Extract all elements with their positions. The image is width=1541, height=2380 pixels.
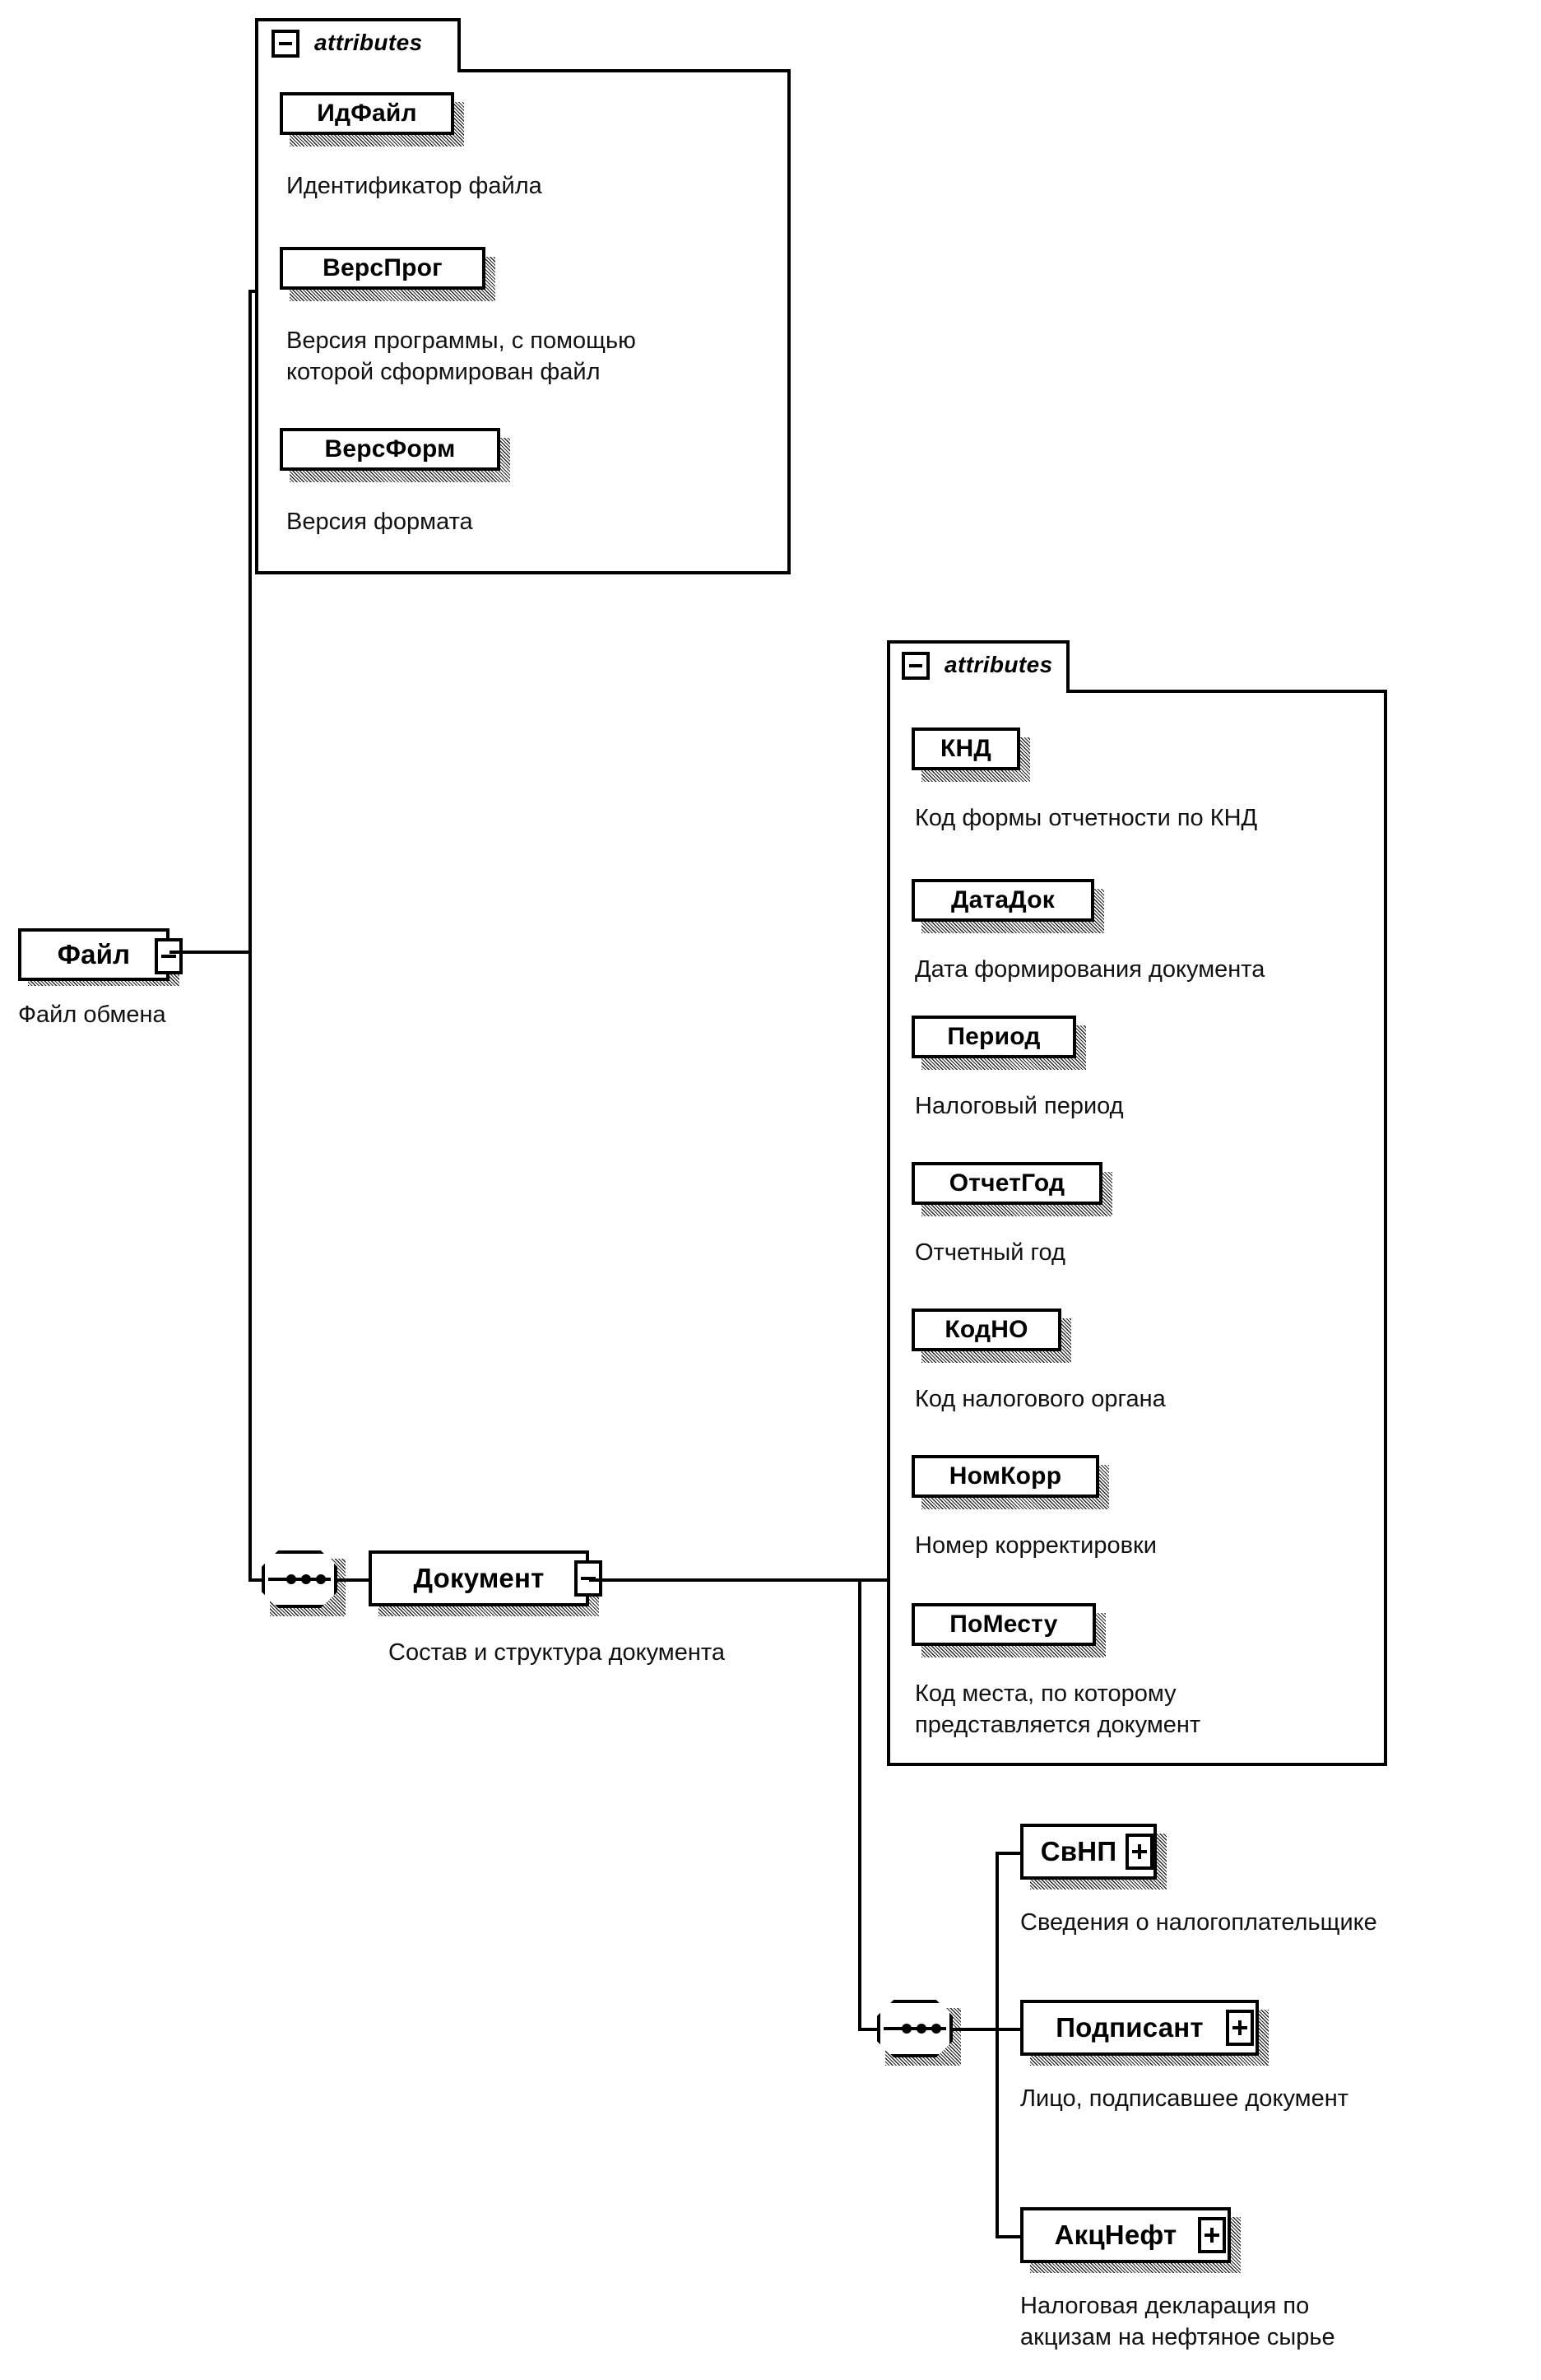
element-description-svnp: Сведения о налогоплательщике: [1020, 1909, 1377, 1936]
attribute-node-period[interactable]: Период: [912, 1016, 1086, 1070]
doc-attrs-frame-left: [887, 640, 890, 1766]
attribute-node-idfile[interactable]: ИдФайл: [280, 92, 464, 146]
attribute-description-kodno: Код налогового органа: [915, 1386, 1166, 1412]
document-attributes-header: attributes: [945, 652, 1053, 677]
sequence-dot: [931, 2024, 941, 2034]
connector-file-to-spine: [169, 951, 252, 954]
element-description-document: Состав и структура документа: [388, 1639, 725, 1666]
doc-attrs-frame-top-tab: [887, 640, 1070, 644]
attribute-label-datadok: ДатаДок: [912, 879, 1094, 922]
attribute-label-nomkorr: НомКорр: [912, 1455, 1099, 1498]
file-attrs-frame-top: [457, 69, 791, 72]
element-label-podpisant: Подписант: [1020, 2000, 1259, 2056]
connector-children-spine: [996, 1852, 999, 2238]
sequence-dots-line: [268, 1578, 331, 1581]
doc-attrs-frame-right: [1384, 690, 1387, 1766]
sequence-dot: [902, 2024, 912, 2034]
connector-to-akcneft: [996, 2235, 1025, 2238]
element-node-svnp[interactable]: СвНП: [1020, 1824, 1167, 1890]
file-attrs-frame-left: [255, 18, 258, 574]
expander-podpisant-plus-icon[interactable]: [1226, 2010, 1254, 2046]
element-node-document[interactable]: Документ: [369, 1550, 602, 1616]
sequence-connector-document-children[interactable]: [877, 2000, 961, 2066]
attribute-label-otchetgod: ОтчетГод: [912, 1162, 1102, 1205]
attribute-node-versprog[interactable]: ВерсПрог: [280, 247, 495, 301]
element-description-podpisant: Лицо, подписавшее документ: [1020, 2085, 1348, 2112]
element-node-akcneft[interactable]: АкцНефт: [1020, 2207, 1241, 2273]
sequence-connector-document[interactable]: [262, 1550, 346, 1616]
attribute-description-knd: Код формы отчетности по КНД: [915, 805, 1258, 831]
attribute-description-versform: Версия формата: [286, 509, 473, 535]
attribute-label-pomestu: ПоМесту: [912, 1603, 1096, 1646]
expander-akcneft-plus-icon[interactable]: [1198, 2217, 1226, 2253]
connector-to-podpisant: [996, 2028, 1025, 2031]
element-node-podpisant[interactable]: Подписант: [1020, 2000, 1269, 2066]
attribute-description-pomestu: Код места, по которому представляется до…: [915, 1680, 1201, 1738]
element-label-akcneft: АкцНефт: [1020, 2207, 1231, 2263]
attribute-label-period: Период: [912, 1016, 1076, 1058]
file-attrs-frame-tab-right: [457, 18, 461, 72]
attribute-label-idfile: ИдФайл: [280, 92, 454, 135]
attribute-node-datadok[interactable]: ДатаДок: [912, 879, 1104, 933]
attribute-label-versprog: ВерсПрог: [280, 247, 485, 290]
connector-to-child-sequence: [858, 2028, 894, 2031]
sequence-dot: [316, 1574, 326, 1584]
element-label-file: Файл: [18, 928, 169, 981]
sequence-dot: [301, 1574, 311, 1584]
connector-file-attrs-stub: [248, 290, 258, 293]
attribute-node-pomestu[interactable]: ПоМесту: [912, 1603, 1106, 1657]
attribute-description-nomkorr: Номер корректировки: [915, 1532, 1157, 1559]
attribute-node-nomkorr[interactable]: НомКорр: [912, 1455, 1109, 1509]
attribute-node-kodno[interactable]: КодНО: [912, 1309, 1071, 1363]
sequence-dots-line: [884, 2027, 946, 2030]
file-attrs-frame-bottom: [255, 571, 791, 574]
attribute-description-otchetgod: Отчетный год: [915, 1239, 1065, 1266]
attribute-node-otchetgod[interactable]: ОтчетГод: [912, 1162, 1112, 1216]
attribute-description-period: Налоговый период: [915, 1093, 1124, 1119]
attribute-description-datadok: Дата формирования документа: [915, 956, 1265, 983]
minus-icon[interactable]: [272, 30, 299, 58]
attribute-description-idfile: Идентификатор файла: [286, 173, 542, 199]
element-description-akcneft: Налоговая декларация по акцизам на нефтя…: [1020, 2293, 1335, 2350]
expander-file-minus-icon[interactable]: [155, 938, 183, 974]
attribute-label-versform: ВерсФорм: [280, 428, 500, 471]
connector-file-spine: [248, 290, 252, 1582]
file-attrs-frame-top-tab: [255, 18, 461, 21]
minus-icon[interactable]: [902, 652, 930, 680]
sequence-dot: [917, 2024, 926, 2034]
connector-sequence-to-document: [337, 1578, 370, 1582]
attribute-label-kodno: КодНО: [912, 1309, 1061, 1351]
doc-attrs-frame-bottom: [887, 1763, 1387, 1766]
file-attrs-frame-right: [787, 69, 791, 574]
doc-attrs-frame-top: [1066, 690, 1387, 693]
element-description-file: Файл обмена: [18, 1002, 166, 1028]
expander-svnp-plus-icon[interactable]: [1126, 1834, 1153, 1870]
connector-child-sequence-out: [953, 2028, 999, 2031]
attribute-label-knd: КНД: [912, 727, 1020, 770]
connector-to-svnp: [996, 1852, 1025, 1855]
doc-attrs-frame-tab-right: [1066, 640, 1070, 693]
sequence-dot: [286, 1574, 296, 1584]
attribute-node-knd[interactable]: КНД: [912, 727, 1030, 782]
attribute-node-versform[interactable]: ВерсФорм: [280, 428, 510, 482]
connector-document-right: [589, 1578, 889, 1582]
attribute-description-versprog: Версия программы, с помощью которой сфор…: [286, 328, 636, 385]
connector-document-children-spine: [858, 1578, 861, 2031]
element-node-file[interactable]: Файл: [18, 928, 183, 986]
element-label-document: Документ: [369, 1550, 589, 1606]
file-attributes-header: attributes: [314, 30, 423, 55]
